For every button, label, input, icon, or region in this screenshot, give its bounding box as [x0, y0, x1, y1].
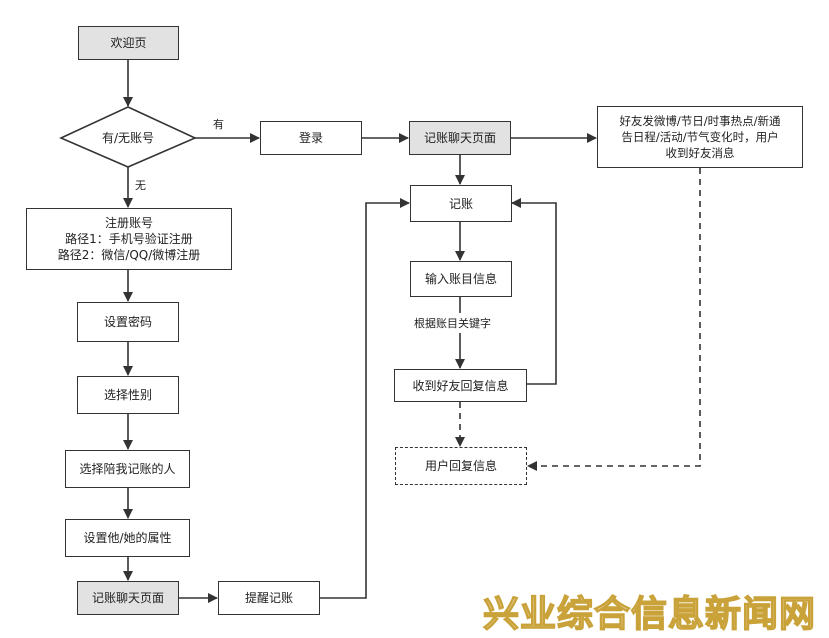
friend-news-line-1: 好友发微博/节日/时事热点/新通	[619, 114, 781, 128]
node-input-entry-info: 输入账目信息	[410, 261, 512, 297]
friend-news-line-2: 告日程/活动/节气变化时，用户	[621, 130, 779, 144]
node-friend-news: 好友发微博/节日/时事热点/新通 告日程/活动/节气变化时，用户 收到好友消息	[597, 106, 803, 168]
watermark: 兴业综合信息新闻网	[482, 593, 817, 635]
edge-receive-loop-to-bookkeeping	[511, 198, 557, 385]
edge-label-keyword: 根据账目关键字	[412, 315, 493, 331]
register-line-3: 路径2：微信/QQ/微博注册	[57, 248, 201, 262]
node-bookkeeping: 记账	[410, 185, 512, 222]
register-line-1: 注册账号	[104, 216, 153, 230]
edge-remind-to-bookkeeping	[320, 198, 410, 599]
decision-label: 有/无账号	[102, 131, 154, 145]
node-choose-gender: 选择性别	[77, 376, 179, 414]
node-chat-page-left: 记账聊天页面	[77, 581, 179, 615]
node-chat-page-top: 记账聊天页面	[409, 121, 511, 155]
edge-label-no: 无	[135, 179, 146, 192]
decision-diamond	[59, 106, 197, 168]
node-receive-friend-reply: 收到好友回复信息	[394, 369, 527, 402]
node-set-attributes: 设置他/她的属性	[65, 519, 190, 557]
edge-label-yes: 有	[213, 118, 224, 131]
node-login: 登录	[260, 121, 362, 155]
node-register-account: 注册账号 路径1：手机号验证注册 路径2：微信/QQ/微博注册	[26, 208, 232, 270]
node-remind-bookkeeping: 提醒记账	[218, 581, 320, 615]
node-welcome-page: 欢迎页	[78, 26, 179, 60]
node-set-password: 设置密码	[77, 302, 179, 342]
node-user-reply: 用户回复信息	[395, 447, 527, 485]
edge-news-to-user-reply	[527, 168, 701, 471]
friend-news-line-3: 收到好友消息	[665, 146, 735, 160]
register-line-2: 路径1：手机号验证注册	[65, 232, 193, 246]
node-choose-companion: 选择陪我记账的人	[65, 450, 190, 488]
